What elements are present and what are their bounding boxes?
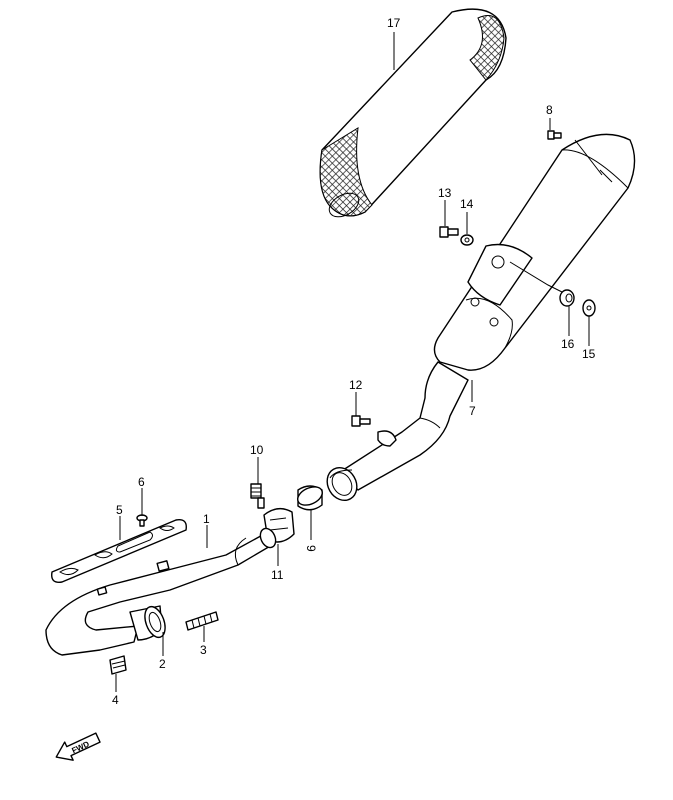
callout-5: 5 xyxy=(116,503,123,517)
fwd-arrow-icon: FWD xyxy=(55,732,101,761)
callout-13: 13 xyxy=(438,186,452,200)
bolt-part-10 xyxy=(250,483,265,509)
callout-8: 8 xyxy=(546,103,553,117)
callout-15: 15 xyxy=(582,347,596,361)
callout-3: 3 xyxy=(200,643,207,657)
callout-17: 17 xyxy=(387,16,401,30)
callout-12: 12 xyxy=(349,378,363,392)
grommet-part-16 xyxy=(559,289,575,307)
fwd-label: FWD xyxy=(70,739,91,755)
callout-9: 9 xyxy=(304,545,318,552)
callout-labels: 17 8 13 14 16 15 7 12 10 9 11 1 6 5 2 3 … xyxy=(112,16,596,707)
gasket-part-2 xyxy=(144,605,166,639)
stud-bolt-part-3 xyxy=(185,611,219,631)
callout-4: 4 xyxy=(112,693,119,707)
bolt-part-13 xyxy=(439,226,459,238)
callout-7: 7 xyxy=(469,404,476,418)
bolt-part-8 xyxy=(547,130,562,140)
callout-2: 2 xyxy=(159,657,166,671)
callout-1: 1 xyxy=(203,512,210,526)
muffler-cover-part-17 xyxy=(319,8,507,218)
bolt-part-12 xyxy=(351,415,371,427)
muffler-part-7 xyxy=(326,133,636,502)
callout-14: 14 xyxy=(460,197,474,211)
heat-shield-part-5 xyxy=(51,519,187,583)
washer-part-14 xyxy=(460,234,474,246)
nut-part-4 xyxy=(109,655,127,675)
screw-part-6 xyxy=(136,514,148,527)
leader-lines xyxy=(115,32,590,692)
callout-16: 16 xyxy=(561,337,575,351)
callout-10: 10 xyxy=(250,443,264,457)
gasket-part-9 xyxy=(297,485,323,511)
callout-11: 11 xyxy=(271,568,284,582)
washer-part-15 xyxy=(582,299,596,317)
callout-6: 6 xyxy=(138,475,145,489)
